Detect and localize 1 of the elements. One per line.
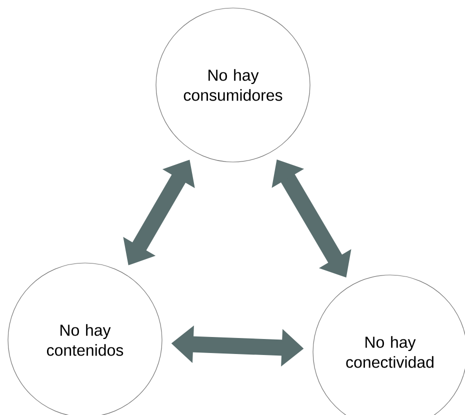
circle-node: No hay consumidores <box>156 8 310 162</box>
